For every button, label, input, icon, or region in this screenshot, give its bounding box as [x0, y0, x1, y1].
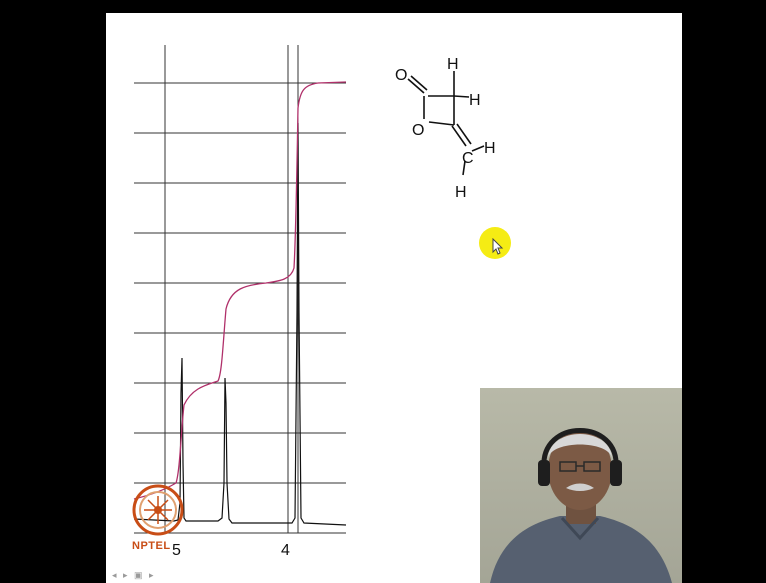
slide-controls[interactable]: ◂ ▸ ▣ ▸ — [112, 570, 156, 580]
atom-hydrogen-right: H — [469, 92, 481, 109]
molecule-structure: O O H H C H H — [395, 56, 496, 201]
nmr-spectrum: 4 5 — [133, 45, 347, 559]
atom-carbon-methylene: C — [462, 150, 474, 167]
grid-lines — [134, 45, 346, 534]
atom-oxygen-carbonyl: O — [395, 67, 407, 84]
lecture-slide: 4 5 O O H H C H H — [106, 13, 682, 583]
letterbox-left — [0, 0, 106, 583]
axis-tick-5: 5 — [172, 542, 181, 559]
atom-hydrogen-top: H — [447, 56, 459, 73]
molecule-bonds — [407, 71, 485, 176]
letterbox-top — [106, 0, 682, 13]
integral-trace — [133, 81, 347, 500]
letterbox-right — [682, 0, 766, 583]
lecturer-video — [480, 388, 682, 583]
axis-tick-4: 4 — [281, 542, 290, 559]
webcam-feed — [480, 388, 682, 583]
atom-hydrogen-methylene-bottom: H — [455, 184, 467, 201]
atom-hydrogen-methylene-right: H — [484, 140, 496, 157]
nptel-logo-icon — [132, 484, 184, 536]
cursor-arrow-icon — [492, 238, 504, 255]
nptel-logo-text: NPTEL — [132, 540, 171, 552]
atom-oxygen-ring: O — [412, 122, 424, 139]
